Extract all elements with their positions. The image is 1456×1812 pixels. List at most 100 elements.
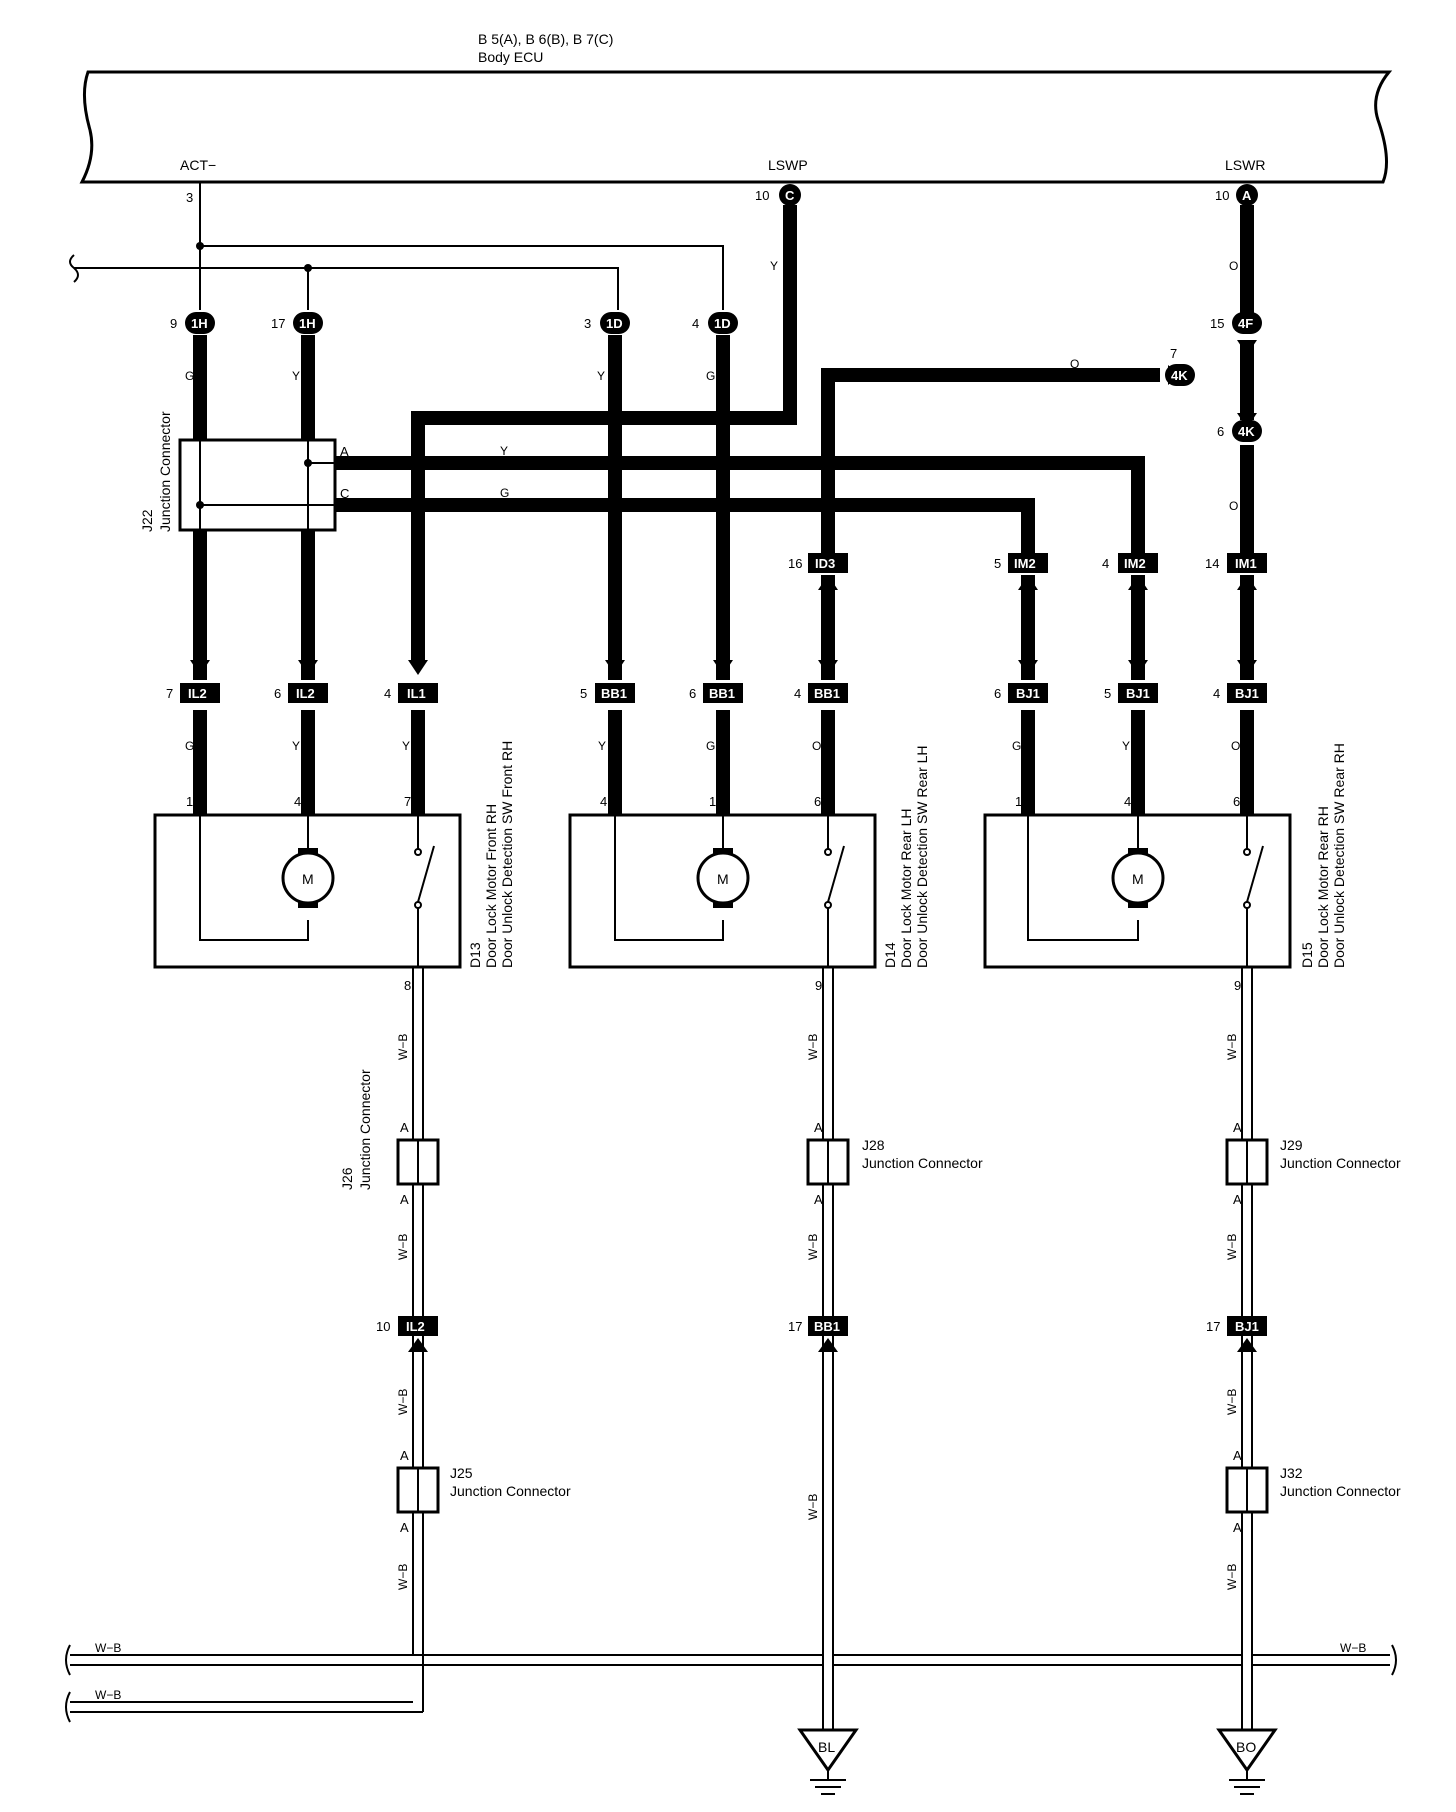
wb-bus-label: W−B	[95, 1688, 121, 1702]
pin-bj1-5: 5	[1104, 686, 1111, 701]
wire-color-lswr: O	[1229, 259, 1238, 273]
conn-im2-b: IM2	[1124, 556, 1146, 571]
pin-il2-7: 7	[166, 686, 173, 701]
ecu-terminal-lswp: LSWP	[768, 157, 808, 173]
ecu-title-line2: Body ECU	[478, 49, 543, 65]
j32-pin-a-bot: A	[1233, 1520, 1242, 1535]
j28-name: Junction Connector	[862, 1155, 983, 1171]
wb-label: W−B	[1225, 1389, 1239, 1415]
j22-wire-g: G	[500, 486, 509, 500]
wire-color-lswp: Y	[770, 259, 778, 273]
conn-bj1-c: BJ1	[1235, 686, 1259, 701]
d14-pin-6: 6	[814, 794, 821, 809]
pin-il2-6: 6	[274, 686, 281, 701]
wc-lower-5: O	[812, 739, 821, 753]
d14-pin-1: 1	[709, 794, 716, 809]
j22-wire-y: Y	[500, 444, 508, 458]
wb-label: W−B	[1225, 1034, 1239, 1060]
j22-pin-c: C	[340, 486, 349, 501]
motor-symbol-d13: M	[302, 871, 314, 887]
j22-junction-box	[178, 438, 337, 532]
wire-color-1h9: G	[185, 369, 194, 383]
d13-pin-1: 1	[186, 794, 193, 809]
ecu-pin-lswp: 10	[755, 188, 769, 203]
middle-connector-boxes	[808, 553, 1267, 573]
conn-bb1-b: BB1	[709, 686, 735, 701]
wire-color-1h17: Y	[292, 369, 300, 383]
pin-im1: 14	[1205, 556, 1219, 571]
pin-4k-6: 6	[1217, 424, 1224, 439]
ecu-pin-act: 3	[186, 190, 193, 205]
gconn-bj1: BJ1	[1235, 1319, 1259, 1334]
j29-name: Junction Connector	[1280, 1155, 1401, 1171]
d14-pin-4: 4	[600, 794, 607, 809]
j22-pin-a: A	[340, 444, 349, 459]
ecu-terminal-act: ACT−	[180, 157, 216, 173]
junction-dot	[196, 501, 204, 509]
d13-pin-8: 8	[404, 978, 411, 993]
top-connector-badges	[185, 312, 1262, 442]
ground-bo-label: BO	[1236, 1739, 1256, 1755]
wb-label: W−B	[396, 1564, 410, 1590]
gpin-il2-10: 10	[376, 1319, 390, 1334]
wire-color-4k7: O	[1070, 357, 1079, 371]
pin-im2-5: 5	[994, 556, 1001, 571]
conn-4f: 4F	[1238, 316, 1253, 331]
j26-name: Junction Connector	[357, 1069, 373, 1190]
ground-connector-arrows	[408, 1338, 1257, 1352]
conn-1h-a: 1H	[191, 316, 208, 331]
d13-pin-4: 4	[294, 794, 301, 809]
wc-lower-2: Y	[402, 739, 410, 753]
j32-id: J32	[1280, 1465, 1303, 1481]
junction-dot	[304, 264, 312, 272]
j22-id: J22	[139, 509, 155, 532]
j29-pin-a-bot: A	[1233, 1192, 1242, 1207]
ground-bl-label: BL	[818, 1739, 835, 1755]
junction-dot	[196, 242, 204, 250]
pin-bj1-4: 4	[1213, 686, 1220, 701]
wb-label: W−B	[1225, 1564, 1239, 1590]
conn-4k-a: 4K	[1171, 368, 1188, 383]
j25-pin-a-bot: A	[400, 1520, 409, 1535]
j25-name: Junction Connector	[450, 1483, 571, 1499]
body-ecu-box	[79, 70, 1393, 184]
pin-im2-4: 4	[1102, 556, 1109, 571]
d13-pin-7: 7	[404, 794, 411, 809]
d14-pin-9: 9	[815, 978, 822, 993]
ground-wire-fill	[824, 1000, 832, 1720]
j29-pin-a-top: A	[1233, 1120, 1242, 1135]
conn-im2-a: IM2	[1014, 556, 1036, 571]
wc-lower-3: Y	[598, 739, 606, 753]
wb-label: W−B	[1225, 1234, 1239, 1260]
pin-bj1-6: 6	[994, 686, 1001, 701]
gpin-bj1-17: 17	[1206, 1319, 1220, 1334]
conn-1d-b: 1D	[714, 316, 731, 331]
wc-lower-4: G	[706, 739, 715, 753]
junction-dot	[304, 459, 312, 467]
wc-lower-8: O	[1231, 739, 1240, 753]
pin-1h-17: 17	[271, 316, 285, 331]
motor-symbol-d14: M	[717, 871, 729, 887]
wb-label: W−B	[806, 1234, 820, 1260]
wb-label: W−B	[806, 1494, 820, 1520]
conn-id3: ID3	[815, 556, 835, 571]
conn-1d-a: 1D	[606, 316, 623, 331]
pin-id3: 16	[788, 556, 802, 571]
pin-4k-7: 7	[1170, 346, 1177, 361]
conn-bj1-b: BJ1	[1126, 686, 1150, 701]
motor-unit-d15	[983, 813, 1292, 969]
lower-junction-dividers	[417, 1140, 1248, 1512]
wb-label: W−B	[806, 1034, 820, 1060]
ecu-connector-a: A	[1242, 188, 1252, 203]
thin-signal-wires	[69, 182, 724, 310]
d15-pin-9: 9	[1234, 978, 1241, 993]
pin-1h-9: 9	[170, 316, 177, 331]
pin-bb1-6: 6	[689, 686, 696, 701]
wc-lower-6: G	[1012, 739, 1021, 753]
pin-4f-15: 15	[1210, 316, 1224, 331]
ecu-terminal-lswr: LSWR	[1225, 157, 1265, 173]
d13-line1: Door Lock Motor Front RH	[483, 804, 499, 968]
motor-unit-d13	[153, 813, 462, 969]
conn-im1: IM1	[1235, 556, 1257, 571]
conn-bb1-a: BB1	[601, 686, 627, 701]
